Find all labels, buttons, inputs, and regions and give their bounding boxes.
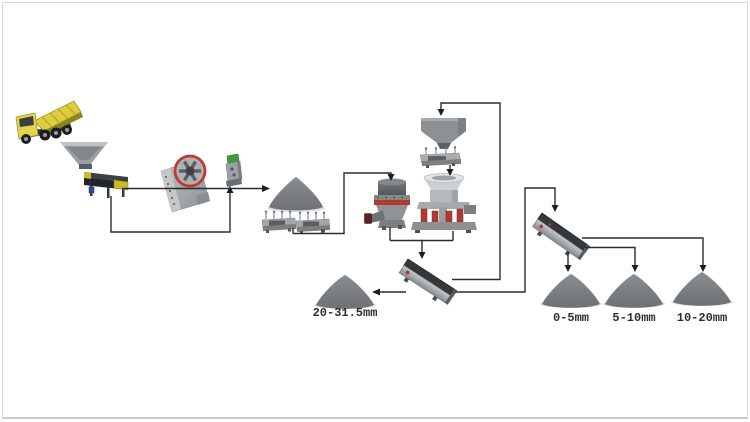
coarse-stockpile-icon [671, 272, 733, 306]
surge-hopper-icon [421, 118, 466, 149]
fines-stockpile-icon [540, 274, 602, 308]
oversize-pile-label: 20-31.5mm [312, 306, 378, 320]
screen-conveyor-1-icon [398, 258, 458, 305]
right-vibrating-feeder-icon [295, 211, 331, 234]
cone-crusher-2-icon [411, 173, 477, 233]
fines-pile-label: 0-5mm [552, 311, 589, 325]
surge-feeder-icon [419, 146, 462, 168]
screen-conveyor-2-icon [532, 212, 591, 261]
cone-crusher-1-icon [364, 178, 410, 230]
grizzly-feeder-icon [84, 172, 129, 198]
left-vibrating-feeder-icon [261, 210, 297, 233]
jaw-crusher-icon [160, 154, 210, 213]
medium-stockpile-icon [603, 274, 665, 308]
medium-pile-label: 5-10mm [612, 311, 656, 325]
surge-stockpile-icon [267, 177, 325, 212]
coarse-pile-label: 10-20mm [676, 311, 728, 325]
feed-hopper-icon [60, 142, 108, 169]
flow-lines [110, 102, 704, 293]
flow-arrowheads [226, 109, 707, 296]
fine-crusher-icon [225, 153, 243, 187]
oversize-stockpile-icon [314, 275, 376, 309]
dump-truck-icon [15, 100, 83, 144]
